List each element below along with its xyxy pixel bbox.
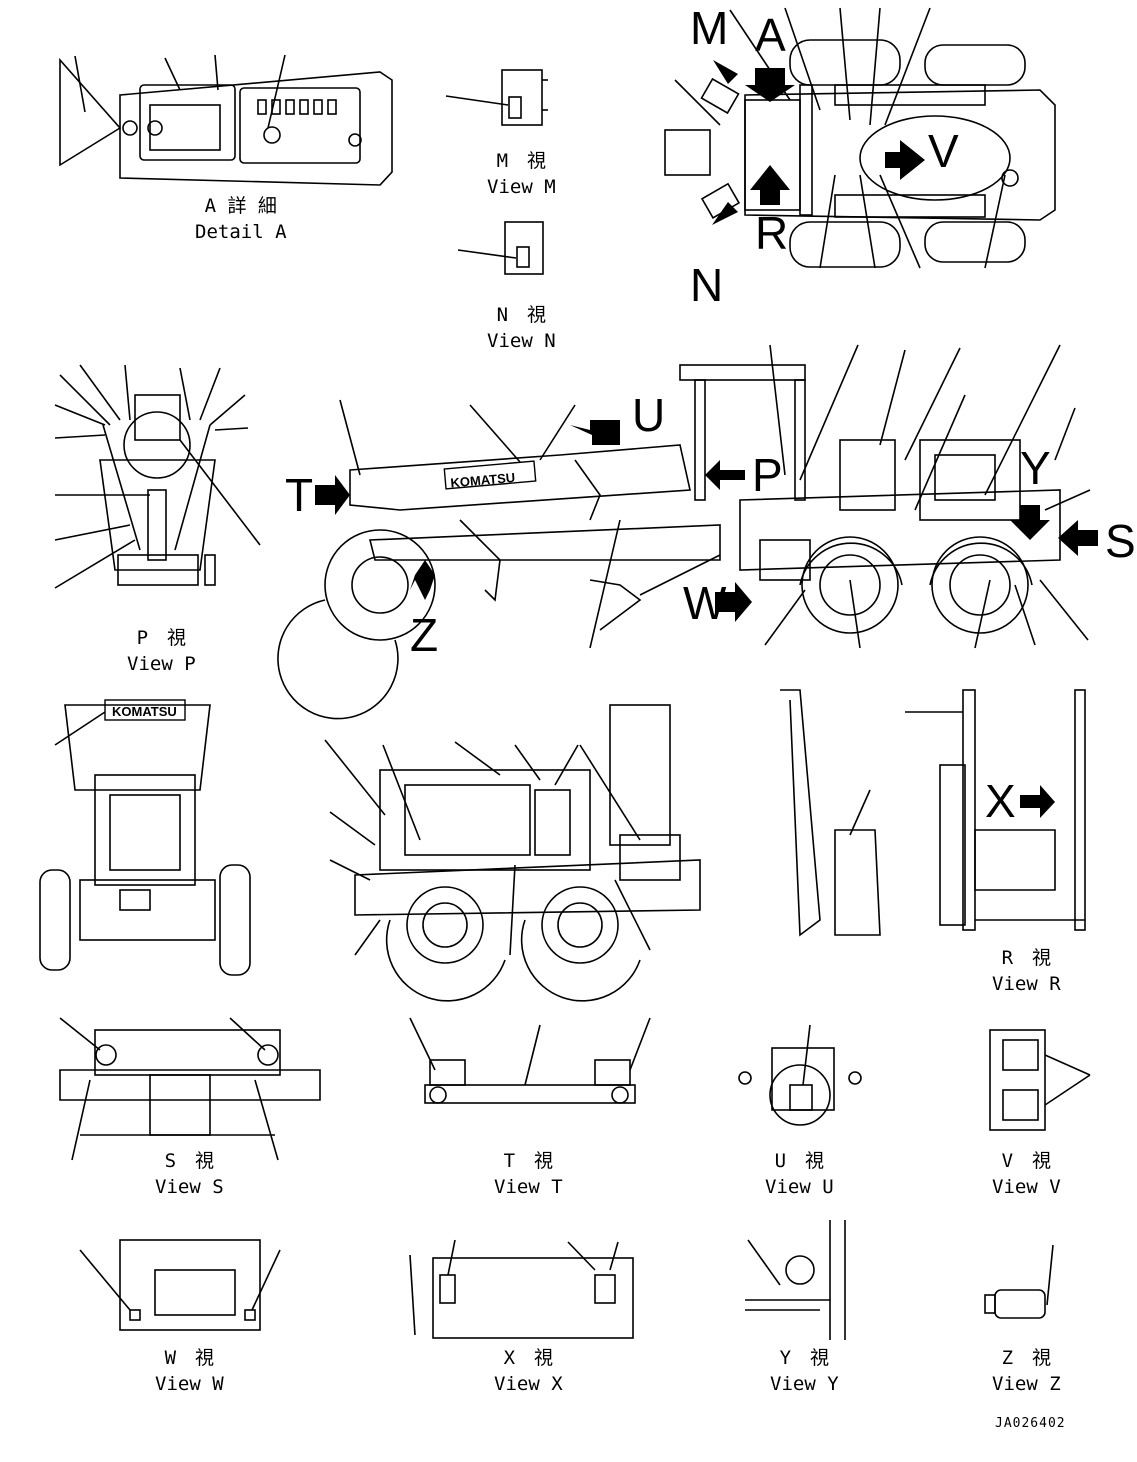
brand-plate-rear: KOMATSU: [112, 704, 177, 719]
view-n-drawing: [457, 221, 544, 275]
partial-view-drawing: [780, 689, 881, 937]
caption-view-w: W 視 View W: [155, 1345, 224, 1397]
caption-view-t: T 視 View T: [494, 1148, 563, 1200]
caption-detail-a: A 詳 細 Detail A: [195, 193, 287, 245]
callout-y: Y: [1020, 442, 1051, 494]
view-x-drawing: [409, 1239, 634, 1339]
caption-detail-a-jp: A 詳 細: [204, 195, 277, 217]
callout-x: X: [985, 775, 1016, 827]
view-t-drawing: [409, 1017, 651, 1104]
caption-view-m: M 視 View M: [487, 148, 556, 200]
callout-r: R: [755, 207, 789, 259]
caption-detail-a-en: Detail A: [195, 221, 287, 243]
view-s-drawing: [59, 1017, 321, 1161]
view-arrows: [315, 60, 1098, 818]
caption-view-y: Y 視 View Y: [770, 1345, 839, 1397]
arrow-v: [885, 140, 925, 180]
caption-view-u: U 視 View U: [765, 1148, 834, 1200]
view-p-drawing: [54, 364, 261, 589]
rear-side-view-drawing: [324, 704, 701, 1002]
callout-t: T: [285, 469, 314, 521]
caption-view-y-jp: Y 視: [779, 1347, 830, 1369]
callout-s: S: [1105, 515, 1136, 567]
caption-view-z-jp: Z 視: [1001, 1347, 1052, 1369]
callout-z: Z: [410, 609, 439, 661]
arrow-u: [570, 420, 620, 445]
view-r-drawing: [905, 689, 1086, 931]
callout-m: M: [690, 2, 729, 54]
callout-n: N: [690, 259, 724, 311]
caption-view-n-jp: N 視: [496, 304, 547, 326]
view-z-drawing: [984, 1244, 1054, 1319]
caption-view-v-jp: V 視: [1001, 1150, 1052, 1172]
arrow-x: [1020, 785, 1055, 818]
arrow-w: [715, 582, 752, 622]
caption-view-u-jp: U 視: [774, 1150, 825, 1172]
caption-view-p-en: View P: [127, 653, 196, 675]
arrow-s: [1058, 520, 1098, 556]
caption-view-t-en: View T: [494, 1176, 563, 1198]
detail-a-drawing: [59, 54, 393, 186]
callout-a: A: [755, 9, 786, 61]
caption-view-n-en: View N: [487, 330, 556, 352]
caption-view-w-en: View W: [155, 1373, 224, 1395]
caption-view-x-jp: X 視: [503, 1347, 554, 1369]
caption-view-z: Z 視 View Z: [992, 1345, 1061, 1397]
rear-view-drawing: [39, 704, 251, 976]
arrow-z: [410, 560, 435, 600]
caption-view-r-en: View R: [992, 973, 1061, 995]
caption-view-m-en: View M: [487, 176, 556, 198]
caption-view-s-en: View S: [155, 1176, 224, 1198]
view-y-drawing: [745, 1220, 846, 1340]
caption-view-y-en: View Y: [770, 1373, 839, 1395]
side-view-drawing: [277, 344, 1091, 720]
callout-v: V: [928, 125, 959, 177]
caption-view-s-jp: S 視: [164, 1150, 215, 1172]
arrow-p: [705, 460, 745, 490]
caption-view-m-jp: M 視: [496, 150, 547, 172]
arrow-m: [713, 60, 738, 84]
caption-view-z-en: View Z: [992, 1373, 1061, 1395]
caption-view-u-en: View U: [765, 1176, 834, 1198]
top-view-drawing: [664, 7, 1056, 269]
caption-view-t-jp: T 視: [503, 1150, 554, 1172]
arrow-y: [1010, 505, 1050, 540]
caption-view-w-jp: W 視: [164, 1347, 215, 1369]
caption-view-p: P 視 View P: [127, 625, 196, 677]
caption-view-r-jp: R 視: [1001, 947, 1052, 969]
arrow-n: [712, 202, 738, 225]
caption-view-v-en: View V: [992, 1176, 1061, 1198]
view-w-drawing: [79, 1239, 281, 1331]
caption-view-x-en: View X: [494, 1373, 563, 1395]
arrow-r: [750, 165, 790, 205]
view-v-drawing: [989, 1029, 1091, 1131]
arrow-a: [745, 68, 795, 102]
brand-plate-side: KOMATSU: [450, 470, 516, 491]
caption-view-p-jp: P 視: [136, 627, 187, 649]
caption-view-n: N 視 View N: [487, 302, 556, 354]
caption-view-v: V 視 View V: [992, 1148, 1061, 1200]
caption-view-x: X 視 View X: [494, 1345, 563, 1397]
caption-view-r: R 視 View R: [992, 945, 1061, 997]
view-m-drawing: [445, 69, 548, 126]
callout-w: W: [683, 577, 727, 629]
arrow-t: [315, 475, 350, 515]
callout-u: U: [632, 389, 666, 441]
view-u-drawing: [738, 1024, 862, 1126]
drawing-code: JA026402: [995, 1416, 1066, 1431]
callout-p: P: [752, 449, 783, 501]
brand-plates: [104, 460, 537, 721]
caption-view-s: S 視 View S: [155, 1148, 224, 1200]
